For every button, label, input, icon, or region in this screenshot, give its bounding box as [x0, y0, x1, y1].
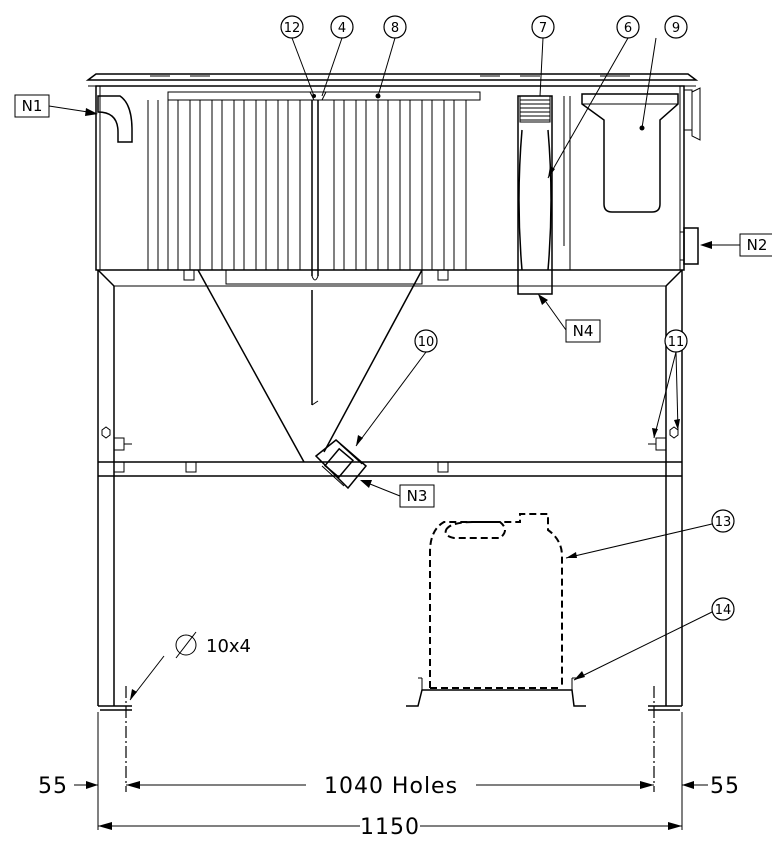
dimensions: 55 55 1040 Holes 1150 — [38, 686, 740, 840]
callout-11: 11 — [664, 329, 688, 353]
svg-text:55: 55 — [710, 774, 740, 799]
svg-text:11: 11 — [668, 335, 685, 350]
dim-left-offset: 55 — [38, 774, 98, 799]
tank-body — [85, 73, 701, 271]
callout-12: 12 — [280, 15, 304, 39]
drain-valve — [314, 439, 368, 490]
svg-text:6: 6 — [624, 21, 632, 36]
callout-13: 13 — [711, 509, 735, 533]
svg-text:55: 55 — [38, 774, 68, 799]
centre-rod — [309, 91, 327, 406]
inlet-elbow-n1 — [97, 95, 133, 143]
svg-text:12: 12 — [284, 21, 301, 36]
svg-text:N1: N1 — [22, 97, 43, 115]
riser-pipe — [517, 95, 571, 295]
svg-text:10x4: 10x4 — [206, 636, 251, 657]
callout-9: 9 — [664, 15, 688, 39]
svg-text:9: 9 — [672, 21, 680, 36]
svg-text:13: 13 — [715, 515, 732, 530]
canister — [429, 513, 563, 689]
nozzle-tag-n1: N1 — [14, 94, 98, 118]
callout-7: 7 — [531, 15, 555, 39]
dim-overall: 1150 — [98, 815, 682, 840]
svg-text:1040 Holes: 1040 Holes — [324, 774, 458, 799]
support-frame — [97, 269, 683, 711]
frame-bolts — [101, 426, 679, 451]
dim-holes-span: 1040 Holes — [126, 774, 654, 799]
svg-text:N2: N2 — [747, 236, 768, 254]
svg-text:4: 4 — [338, 21, 346, 36]
callout-8: 8 — [383, 15, 407, 39]
svg-text:1150: 1150 — [360, 815, 420, 840]
callout-6: 6 — [616, 15, 640, 39]
drip-tray — [406, 677, 586, 707]
callout-bubbles: 12 4 8 7 6 9 10 11 — [280, 15, 735, 621]
leader-arrowheads — [130, 93, 680, 700]
outlet-n2 — [679, 227, 699, 265]
svg-text:10: 10 — [418, 335, 435, 350]
nozzle-tag-n4: N4 — [538, 294, 601, 343]
callout-14: 14 — [711, 597, 735, 621]
hole-note: 10x4 — [175, 631, 251, 659]
callout-10: 10 — [414, 329, 438, 353]
svg-text:7: 7 — [539, 21, 547, 36]
nozzle-tag-n3: N3 — [360, 480, 435, 508]
plate-pack — [147, 91, 481, 285]
svg-text:8: 8 — [391, 21, 399, 36]
oil-pocket — [581, 93, 679, 213]
svg-text:14: 14 — [715, 603, 732, 618]
sludge-hopper — [197, 269, 423, 463]
nozzle-tags: N1 N2 N3 N4 — [14, 94, 772, 508]
nozzle-tag-n2: N2 — [700, 233, 772, 257]
dim-right-offset: 55 — [682, 774, 740, 799]
svg-text:N3: N3 — [407, 487, 428, 505]
callout-4: 4 — [330, 15, 354, 39]
leader-lines — [129, 37, 713, 701]
svg-text:N4: N4 — [573, 322, 594, 340]
